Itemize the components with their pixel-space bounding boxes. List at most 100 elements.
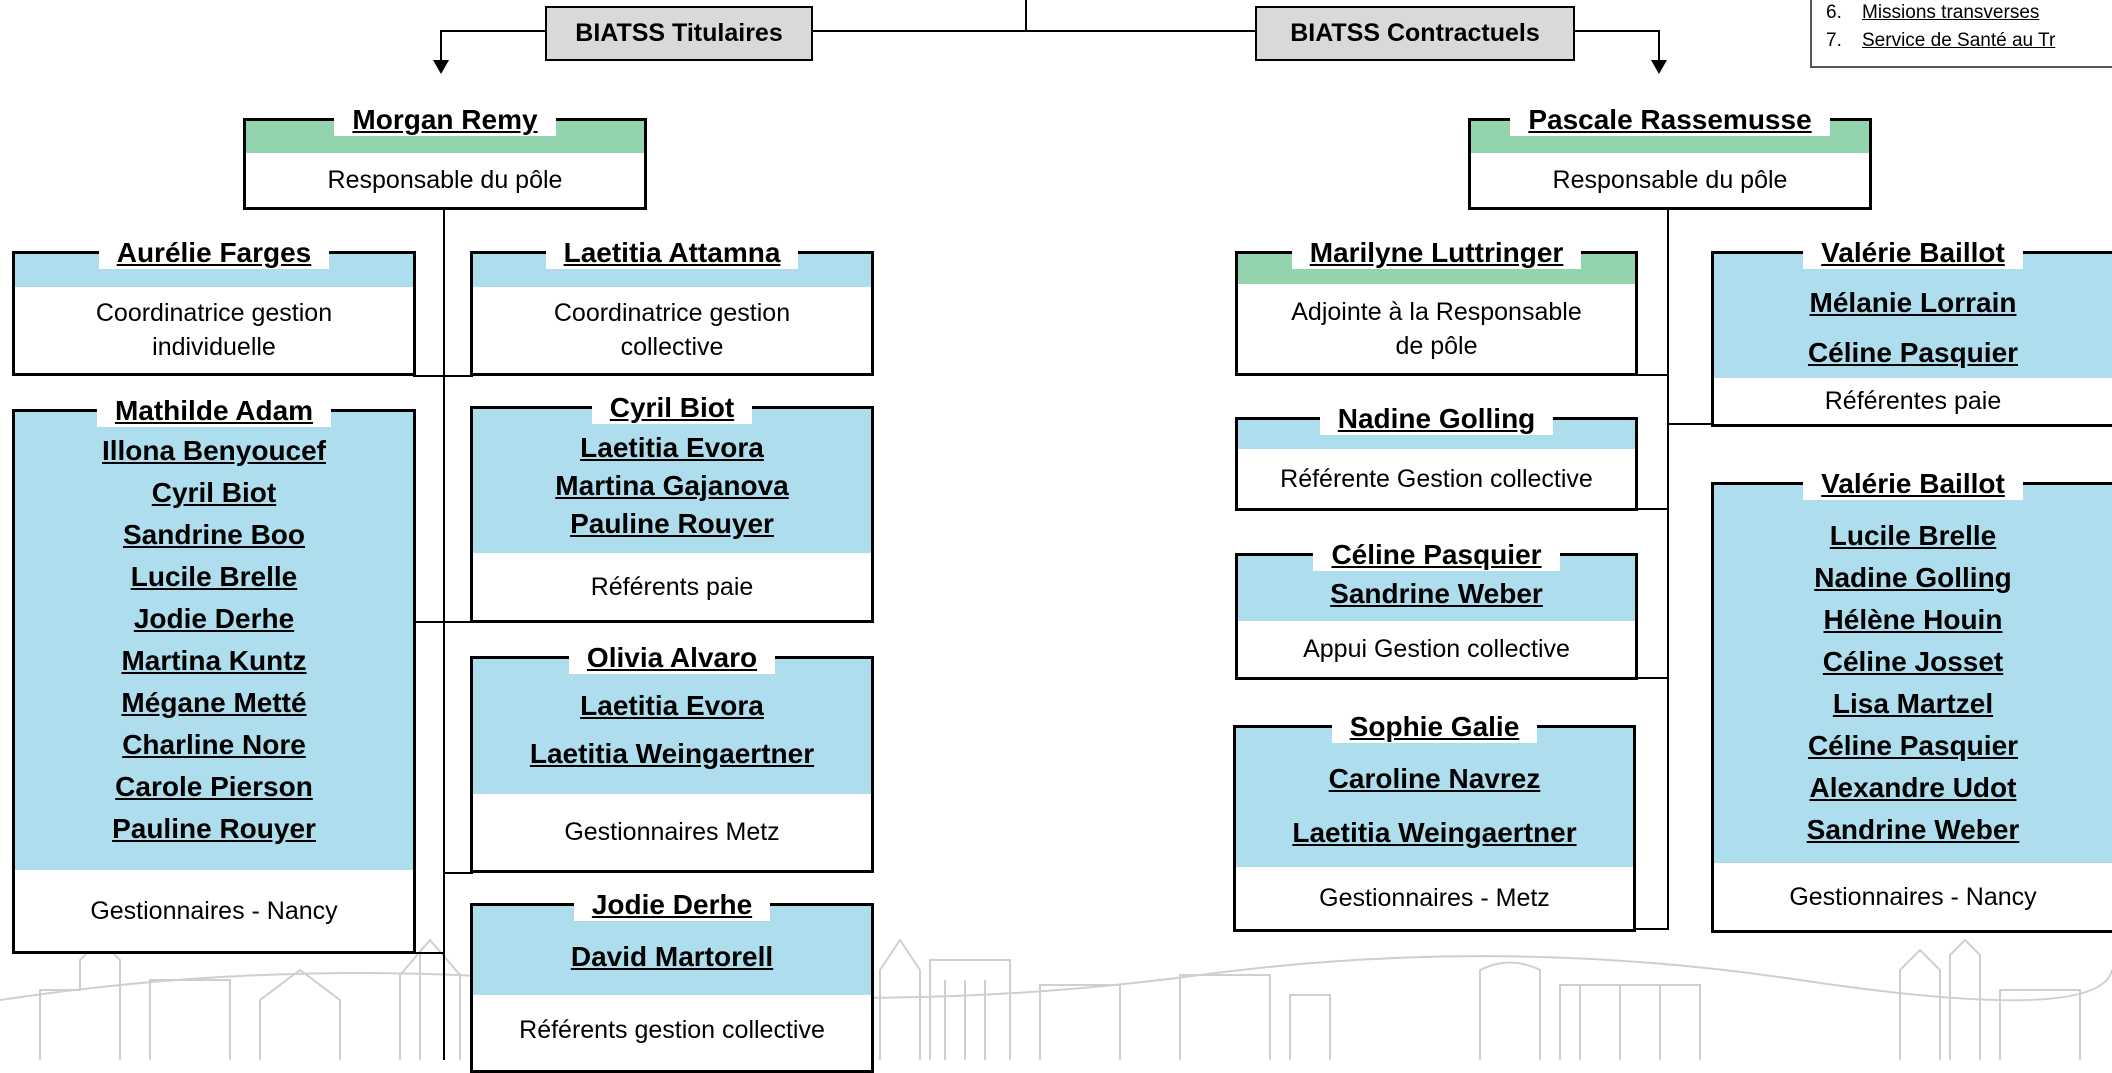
person-name[interactable]: Caroline Navrez	[1328, 763, 1541, 794]
person-name[interactable]: Aurélie Farges	[98, 237, 330, 269]
connector-line	[413, 952, 443, 954]
role-label: Gestionnaires - Nancy	[1789, 882, 2037, 911]
role-label: Coordinatrice gestion individuelle	[95, 299, 333, 361]
org-box-gestionnaires-metz-right: Sophie Galie Caroline Navrez Laetitia We…	[1233, 711, 1636, 932]
legend-item[interactable]: 7. Service de Santé au Tr	[1826, 30, 2055, 52]
person-name[interactable]: Valérie Baillot	[1803, 468, 2023, 500]
person-name[interactable]: Lucile Brelle	[130, 561, 298, 592]
person-name[interactable]: David Martorell	[570, 941, 774, 972]
person-name[interactable]: Céline Pasquier	[1313, 539, 1560, 571]
org-box-gestionnaires-nancy-left: Mathilde Adam Illona Benyoucef Cyril Bio…	[12, 395, 416, 954]
person-name[interactable]: Morgan Remy	[334, 104, 556, 136]
org-box-referents-paie-left: Cyril Biot Laetitia Evora Martina Gajano…	[470, 392, 874, 623]
person-name[interactable]: Alexandre Udot	[1809, 772, 2017, 803]
arrow-down-icon	[433, 60, 449, 74]
person-name[interactable]: Olivia Alvaro	[568, 642, 776, 674]
person-name[interactable]: Nadine Golling	[1319, 403, 1554, 435]
role-label: Responsable du pôle	[327, 166, 563, 194]
person-name[interactable]: Laetitia Evora	[580, 690, 764, 721]
org-box-referents-gestion-collective: Jodie Derhe David Martorell Référents ge…	[470, 889, 874, 1073]
person-name[interactable]: Pauline Rouyer	[570, 508, 774, 539]
person-name[interactable]: Laetitia Weingaertner	[1292, 817, 1577, 848]
person-name[interactable]: Jodie Derhe	[133, 603, 295, 634]
org-box-adjointe: Marilyne Luttringer Adjointe à la Respon…	[1235, 237, 1638, 376]
person-name[interactable]: Nadine Golling	[1814, 562, 2012, 593]
name-list: Laetitia Evora Laetitia Weingaertner	[473, 687, 871, 773]
person-name[interactable]: Jodie Derhe	[573, 889, 771, 921]
connector-line	[443, 872, 473, 874]
header-contractuels: BIATSS Contractuels	[1255, 6, 1575, 61]
org-box-referentes-paie-right: Valérie Baillot Mélanie Lorrain Céline P…	[1711, 237, 2112, 427]
connector-line	[1658, 30, 1660, 62]
connector-line	[1635, 677, 1669, 679]
person-name[interactable]: Mélanie Lorrain	[1809, 287, 2017, 318]
person-name[interactable]: Pauline Rouyer	[112, 813, 316, 844]
person-name[interactable]: Valérie Baillot	[1803, 237, 2023, 269]
legend-number: 6.	[1826, 2, 1842, 23]
person-name[interactable]: Laetitia Weingaertner	[529, 738, 815, 769]
legend-link[interactable]: Service de Santé au Tr	[1862, 30, 2056, 51]
person-name[interactable]: Hélène Houin	[1823, 604, 2003, 635]
person-name[interactable]: Céline Pasquier	[1807, 337, 2019, 368]
name-list: Sandrine Weber	[1238, 576, 1635, 612]
person-name[interactable]: Sandrine Boo	[122, 519, 305, 550]
person-name[interactable]: Martina Gajanova	[555, 470, 789, 501]
header-label: BIATSS Titulaires	[575, 19, 783, 47]
trunk-line	[1667, 208, 1669, 930]
legend-number: 7.	[1826, 30, 1842, 51]
person-name[interactable]: Céline Pasquier	[1807, 730, 2019, 761]
connector-line	[413, 621, 473, 623]
legend-panel: 6. Missions transverses 7. Service de Sant…	[1810, 0, 2112, 68]
person-name[interactable]: Cyril Biot	[151, 477, 277, 508]
person-name[interactable]: Laetitia Attamna	[545, 237, 799, 269]
connector-line	[440, 30, 442, 62]
connector-line	[1635, 508, 1669, 510]
connector-line	[812, 30, 1256, 32]
role-label: Appui Gestion collective	[1303, 635, 1570, 663]
header-label: BIATSS Contractuels	[1290, 19, 1540, 47]
legend-link[interactable]: Missions transverses	[1862, 2, 2040, 23]
org-box-coordinatrice-collective: Laetitia Attamna Coordinatrice gestion c…	[470, 237, 874, 376]
connector-line	[1667, 423, 1714, 425]
person-name[interactable]: Mathilde Adam	[96, 395, 332, 427]
person-name[interactable]: Lisa Martzel	[1832, 688, 1994, 719]
person-name[interactable]: Charline Nore	[122, 729, 306, 760]
person-name[interactable]: Sandrine Weber	[1806, 814, 2020, 845]
person-name[interactable]: Martina Kuntz	[121, 645, 307, 676]
person-name[interactable]: Marilyne Luttringer	[1291, 237, 1582, 269]
org-box-coordinatrice-individuelle: Aurélie Farges Coordinatrice gestion ind…	[12, 237, 416, 376]
connector-line	[440, 30, 546, 32]
role-label: Gestionnaires - Nancy	[90, 896, 338, 925]
name-list: David Martorell	[473, 938, 871, 976]
person-name[interactable]: Sophie Galie	[1331, 711, 1538, 743]
name-list: Laetitia Evora Martina Gajanova Pauline …	[473, 429, 871, 543]
person-name[interactable]: Laetitia Evora	[580, 432, 764, 463]
connector-line	[1635, 374, 1669, 376]
role-label: Gestionnaires Metz	[564, 818, 780, 846]
arrow-down-icon	[1651, 60, 1667, 74]
trunk-line	[443, 208, 445, 1060]
name-list: Mélanie Lorrain Céline Pasquier	[1714, 284, 2112, 372]
role-label: Coordinatrice gestion collective	[553, 299, 791, 361]
person-name[interactable]: Lucile Brelle	[1829, 520, 1997, 551]
role-label: Responsable du pôle	[1552, 166, 1788, 194]
person-name[interactable]: Céline Josset	[1822, 646, 2004, 677]
role-label: Référents gestion collective	[519, 1015, 825, 1044]
role-label: Référentes paie	[1824, 387, 2002, 415]
org-box-appui-gestion-collective: Céline Pasquier Sandrine Weber Appui Ges…	[1235, 539, 1638, 680]
connector-line	[413, 375, 473, 377]
person-name[interactable]: Cyril Biot	[591, 392, 753, 424]
person-name[interactable]: Mégane Metté	[121, 687, 307, 718]
person-name[interactable]: Illona Benyoucef	[101, 435, 327, 466]
connector-line	[1025, 0, 1027, 32]
role-label: Référents paie	[590, 572, 754, 601]
person-name[interactable]: Carole Pierson	[115, 771, 313, 802]
org-box-responsable-left: Morgan Remy Responsable du pôle	[243, 104, 647, 210]
person-name[interactable]: Sandrine Weber	[1330, 578, 1543, 609]
legend-item[interactable]: 6. Missions transverses	[1826, 2, 2039, 24]
connector-line	[1574, 30, 1660, 32]
person-name[interactable]: Pascale Rassemusse	[1510, 104, 1830, 136]
role-label: Référente Gestion collective	[1280, 464, 1593, 493]
org-box-referente-gestion-collective: Nadine Golling Référente Gestion collect…	[1235, 403, 1638, 511]
